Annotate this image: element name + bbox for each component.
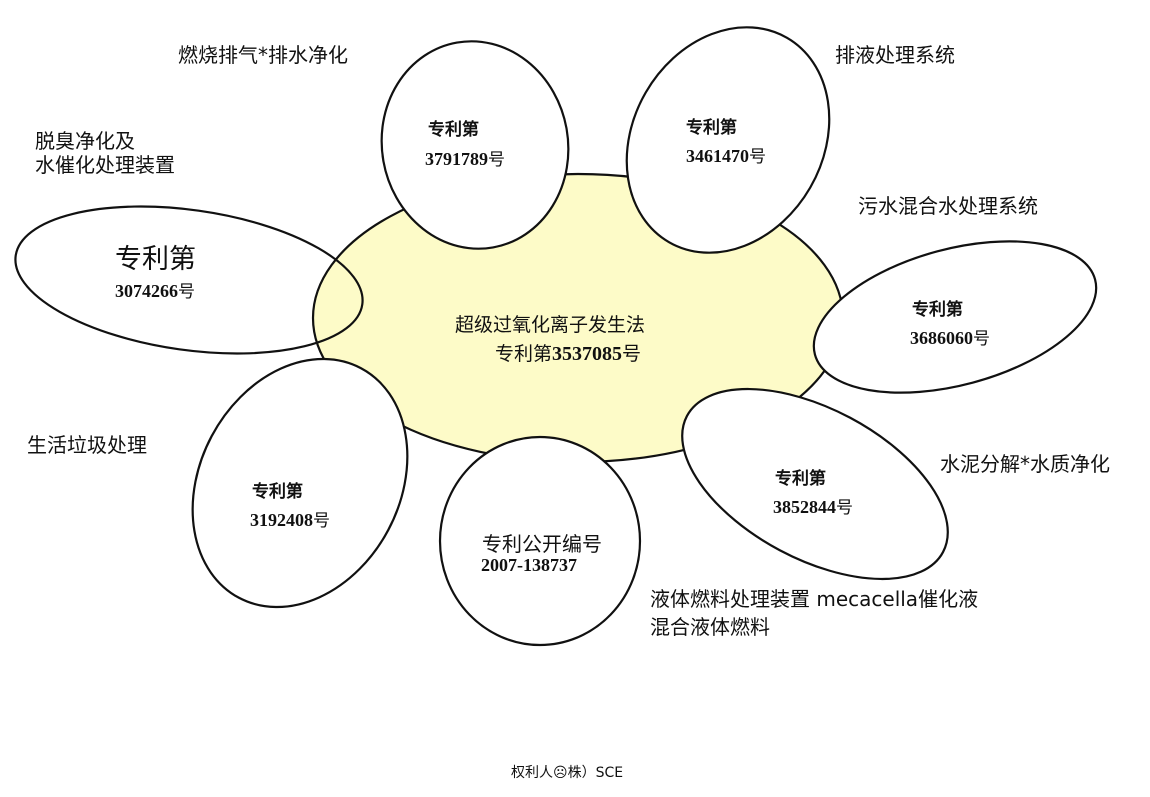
petal-prefix: 专利第 — [115, 244, 196, 275]
petal-number: 3461470号 — [686, 146, 766, 167]
petal-caption: 生活垃圾处理 — [27, 433, 147, 457]
petal-3461470 — [625, 26, 831, 254]
petal-prefix: 专利第 — [252, 481, 303, 502]
petal-prefix: 专利第 — [912, 299, 963, 320]
petal-number: 3074266号 — [115, 281, 195, 302]
petal-number: 3852844号 — [773, 497, 853, 518]
petal-prefix: 专利公开编号 — [482, 532, 602, 556]
petal-number: 2007-138737 — [481, 555, 577, 575]
petal-number: 3791789号 — [425, 149, 505, 170]
petal-caption-line1: 液体燃料处理装置 mecacella催化液 — [650, 587, 978, 611]
petal-prefix: 专利第 — [775, 468, 826, 489]
petal-number: 3686060号 — [910, 328, 990, 349]
petal-caption-line1: 脱臭净化及 — [35, 129, 135, 153]
center-title: 超级过氧化离子发生法 — [455, 314, 645, 336]
petal-number: 3192408号 — [250, 510, 330, 531]
footer-rights-holder: 权利人☹株）SCE — [511, 765, 623, 781]
petal-caption: 污水混合水处理系统 — [858, 194, 1038, 218]
petal-caption: 排液处理系统 — [835, 43, 955, 67]
petal-caption-line2: 混合液体燃料 — [650, 615, 770, 639]
center-patent: 专利第3537085号 — [495, 343, 641, 365]
petal-3686060 — [812, 240, 1098, 394]
petal-3074266 — [14, 205, 364, 355]
petal-caption: 水泥分解*水质净化 — [940, 452, 1110, 476]
petal-2007-138737 — [438, 435, 642, 647]
petal-caption: 燃烧排气*排水净化 — [178, 43, 348, 67]
petal-caption-line2: 水催化处理装置 — [35, 153, 175, 177]
petal-prefix: 专利第 — [428, 119, 479, 140]
petal-3791789 — [380, 40, 570, 250]
petal-prefix: 专利第 — [686, 117, 737, 138]
petal-3192408 — [191, 357, 409, 609]
petal-3852844 — [681, 387, 949, 581]
